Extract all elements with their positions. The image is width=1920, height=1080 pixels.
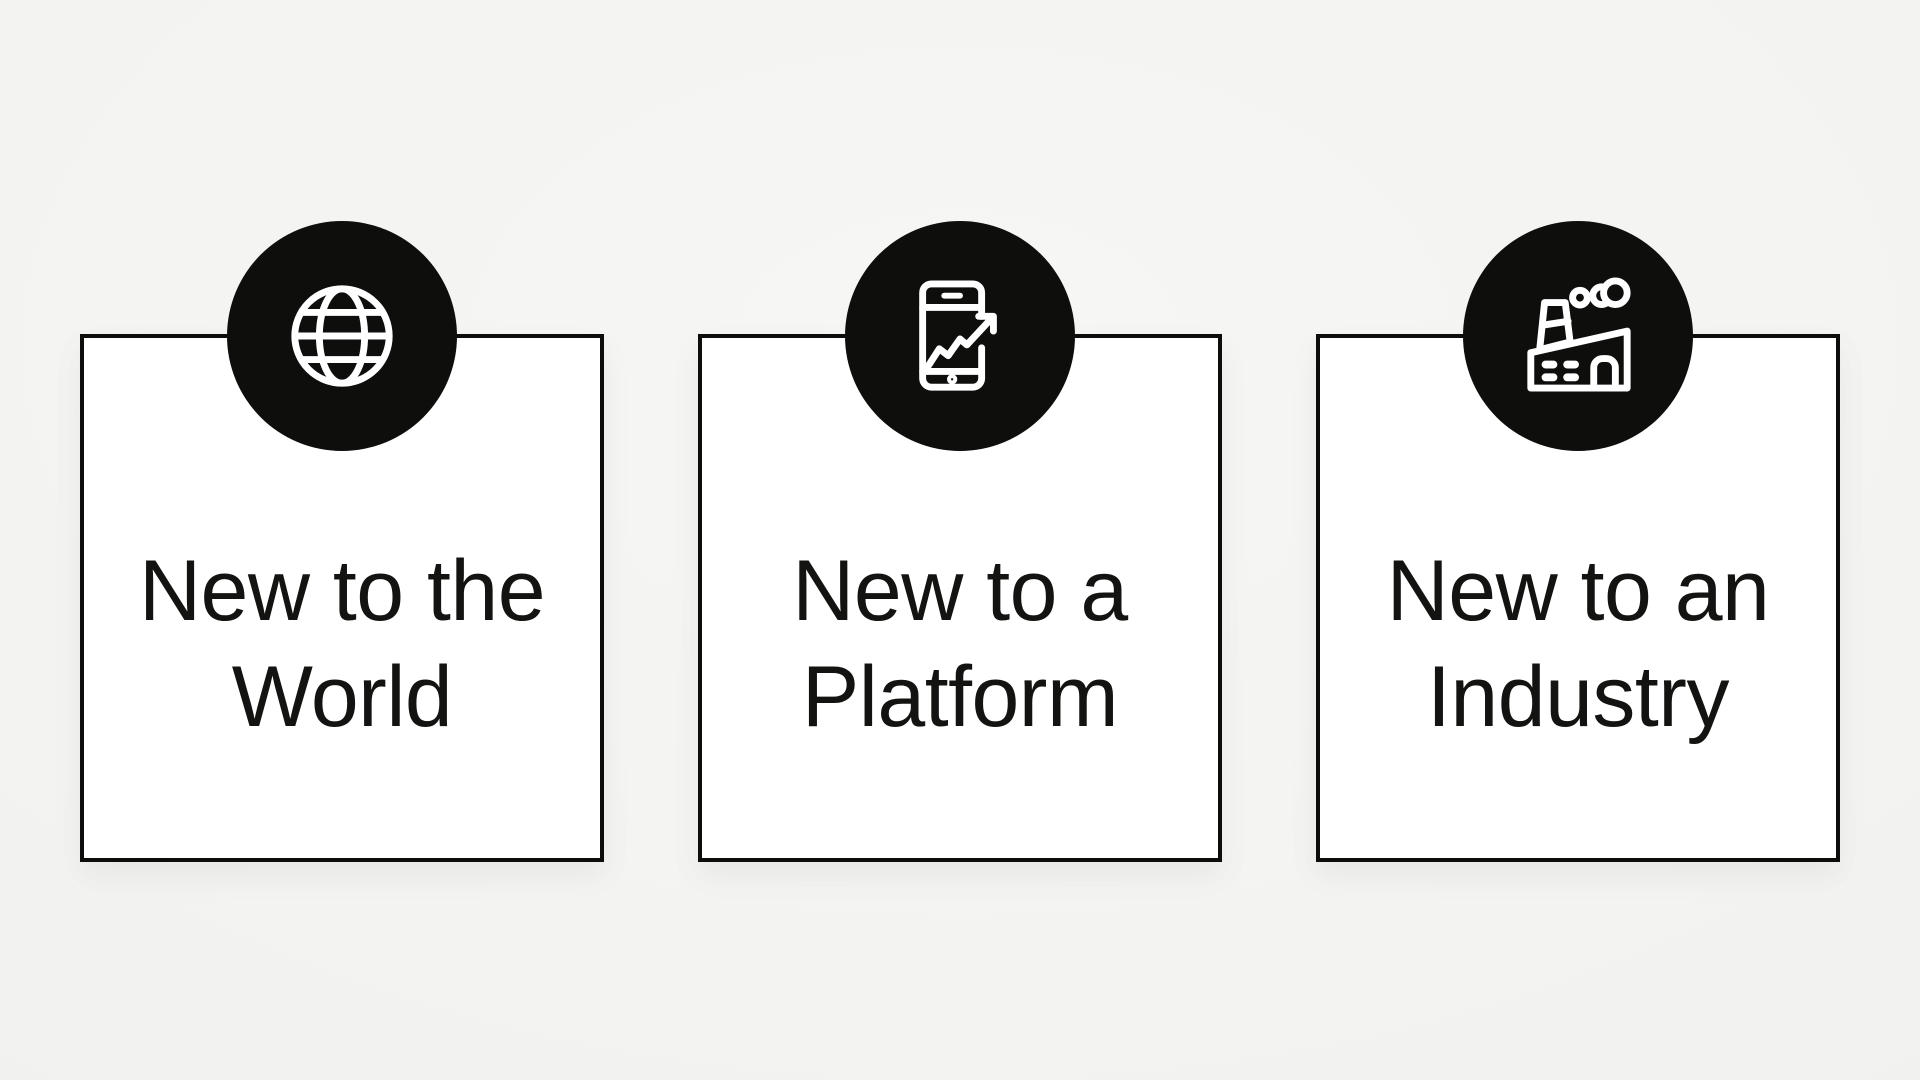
card-title: New to an Industry xyxy=(1320,538,1836,750)
factory-icon xyxy=(1527,277,1631,392)
phone-growth-badge xyxy=(845,221,1075,451)
card-title-line: New to a xyxy=(792,543,1128,639)
phone-growth-icon xyxy=(919,280,997,391)
globe-icon xyxy=(291,285,393,387)
card-new-to-an-industry: New to an Industry xyxy=(1316,221,1840,862)
factory-badge xyxy=(1463,221,1693,451)
card-title-line: Industry xyxy=(1427,649,1729,745)
card-title-line: New to the xyxy=(138,543,546,639)
card-title-line: New to an xyxy=(1386,543,1770,639)
card-title-line: Platform xyxy=(801,649,1119,745)
card-title-line: World xyxy=(231,649,453,745)
card-new-to-a-platform: New to a Platform xyxy=(698,221,1222,862)
card-title: New to a Platform xyxy=(702,538,1218,750)
globe-badge xyxy=(227,221,457,451)
